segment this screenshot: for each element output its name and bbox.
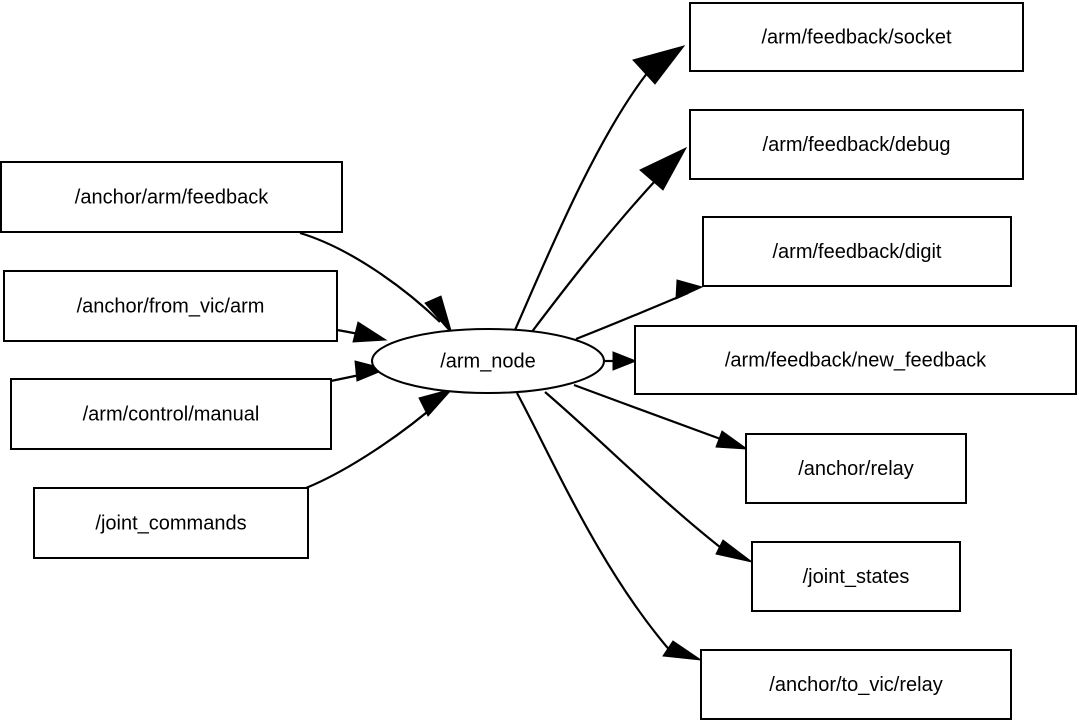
edge-line — [544, 391, 726, 552]
output-topic-node-label: /anchor/relay — [798, 458, 914, 480]
output-topic-node-label: /arm/feedback/new_feedback — [725, 349, 987, 371]
output-edge-4 — [573, 383, 749, 450]
edge-arrowhead-icon — [632, 45, 686, 85]
edge-arrowhead-icon — [662, 640, 702, 661]
input-edge-2 — [330, 360, 388, 383]
output-topic-node-label: /arm/feedback/debug — [763, 134, 951, 156]
output-topic-node-box[interactable] — [634, 325, 1077, 395]
input-topic-node-label: /anchor/from_vic/arm — [77, 295, 265, 317]
edge-line — [530, 180, 656, 334]
output-edge-6 — [516, 392, 702, 661]
input-topic-node-3[interactable]: /joint_commands — [33, 487, 309, 559]
output-topic-node-box[interactable] — [751, 541, 961, 612]
input-topic-node-box[interactable] — [33, 487, 309, 559]
output-topic-node-box[interactable] — [745, 433, 967, 504]
input-edge-3 — [305, 388, 454, 490]
center-node[interactable]: /arm_node — [371, 328, 605, 394]
input-topic-node-box[interactable] — [3, 270, 338, 342]
input-edge-1 — [336, 321, 388, 343]
edge-line — [516, 392, 673, 654]
output-topic-node-4[interactable]: /anchor/relay — [745, 433, 967, 504]
output-topic-node-label: /arm/feedback/socket — [761, 26, 952, 48]
edges-layer — [299, 45, 753, 661]
edge-line — [575, 291, 689, 341]
edge-line — [299, 231, 441, 323]
output-topic-node-label: /anchor/to_vic/relay — [769, 674, 942, 696]
output-edge-3 — [605, 351, 638, 371]
output-topic-node-box[interactable] — [689, 109, 1024, 180]
output-topic-node-label: /arm/feedback/digit — [773, 241, 942, 263]
edge-arrowhead-icon — [612, 351, 638, 371]
output-edge-1 — [530, 146, 688, 334]
input-topic-node-label: /anchor/arm/feedback — [75, 186, 269, 208]
input-topic-node-0[interactable]: /anchor/arm/feedback — [0, 161, 343, 233]
output-edge-2 — [575, 279, 704, 341]
input-topic-node-box[interactable] — [10, 378, 332, 450]
edge-line — [513, 71, 649, 331]
input-topic-node-2[interactable]: /arm/control/manual — [10, 378, 332, 450]
edge-arrowhead-icon — [715, 539, 753, 563]
output-topic-node-label: /joint_states — [803, 566, 910, 588]
edge-arrowhead-icon — [639, 146, 688, 191]
input-topic-node-1[interactable]: /anchor/from_vic/arm — [3, 270, 338, 342]
output-topic-node-2[interactable]: /arm/feedback/digit — [702, 216, 1012, 287]
output-topic-node-box[interactable] — [702, 216, 1012, 287]
input-topic-node-label: /arm/control/manual — [83, 403, 260, 425]
output-topic-node-0[interactable]: /arm/feedback/socket — [689, 2, 1024, 72]
edge-arrowhead-icon — [715, 430, 749, 450]
input-topic-node-box[interactable] — [0, 161, 343, 233]
center-node-ellipse[interactable] — [371, 328, 605, 394]
edge-arrowhead-icon — [418, 388, 454, 417]
output-topic-node-box[interactable] — [689, 2, 1024, 72]
output-topic-node-box[interactable] — [700, 649, 1012, 720]
input-edge-0 — [299, 231, 453, 335]
output-topic-node-5[interactable]: /joint_states — [751, 541, 961, 612]
output-topic-node-6[interactable]: /anchor/to_vic/relay — [700, 649, 1012, 720]
edge-line — [573, 383, 727, 443]
output-topic-node-1[interactable]: /arm/feedback/debug — [689, 109, 1024, 180]
edge-arrowhead-icon — [354, 360, 388, 382]
output-edge-5 — [544, 391, 753, 563]
output-topic-node-3[interactable]: /arm/feedback/new_feedback — [634, 325, 1077, 395]
input-topic-node-label: /joint_commands — [95, 512, 246, 534]
edge-arrowhead-icon — [352, 321, 388, 343]
center-node-label: /arm_node — [440, 350, 536, 372]
output-edge-0 — [513, 45, 686, 331]
edge-arrowhead-icon — [675, 279, 704, 300]
edge-arrowhead-icon — [424, 295, 453, 335]
